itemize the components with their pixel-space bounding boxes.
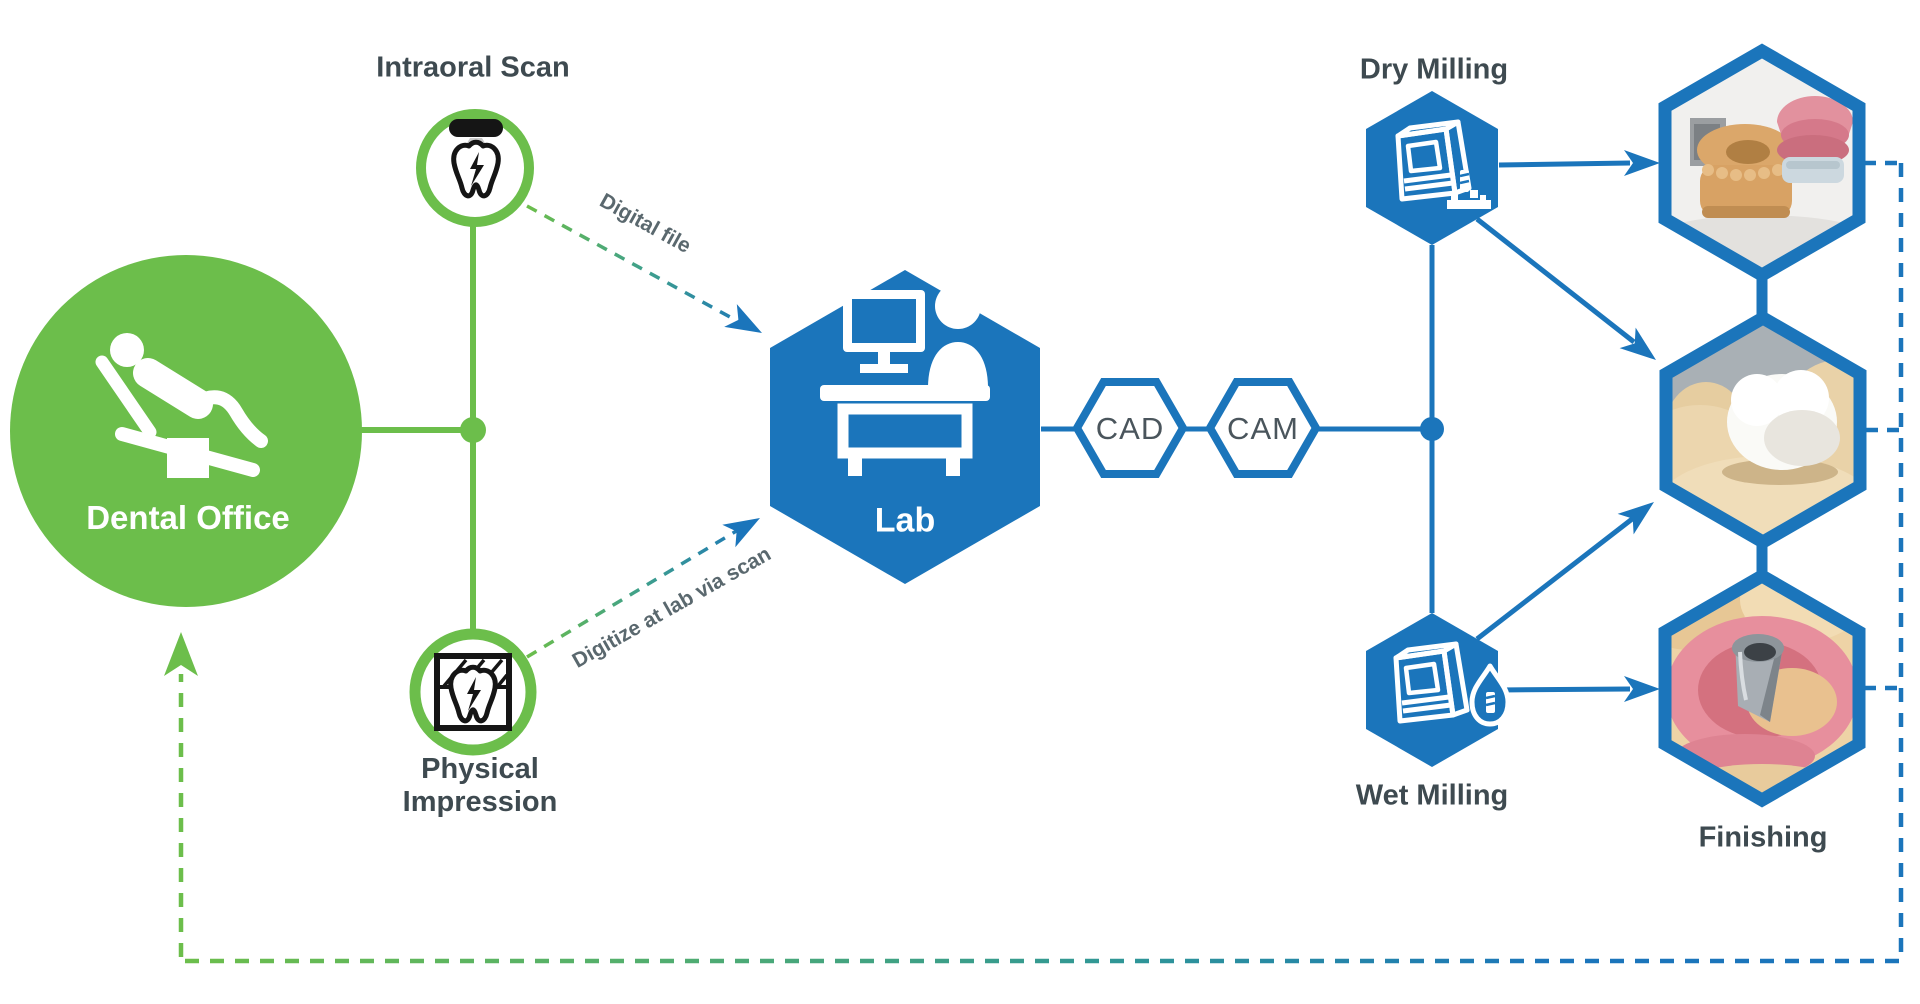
lab-technician-desk-icon [820, 283, 990, 476]
dry-milling-machine-icon [1395, 119, 1491, 209]
wet-milling-label: Wet Milling [1355, 779, 1509, 812]
digitize-arrow [526, 518, 760, 659]
dry-milling-label: Dry Milling [1359, 53, 1509, 86]
dry-milling-node [1366, 91, 1498, 245]
milled-models-photo [1665, 51, 1859, 275]
intraoral-scan-label: Intraoral Scan [376, 51, 570, 84]
cad-hexagon [1072, 378, 1188, 478]
wet-milling-node [1366, 613, 1511, 767]
finishing-label: Finishing [1698, 821, 1828, 854]
lab-label: Lab [874, 501, 936, 540]
blue-junction-dot [1420, 417, 1444, 441]
wet-milling-machine-icon [1393, 641, 1511, 727]
physical-impression-node [409, 628, 537, 756]
feedback-loop [164, 160, 1904, 964]
cam-hexagon [1205, 378, 1321, 478]
dental-office-node [10, 255, 362, 607]
green-connectors [361, 222, 486, 634]
dental-chair-patient-icon [95, 333, 268, 478]
intraoral-scan-node [416, 109, 534, 227]
impression-tray-tooth-icon [434, 653, 512, 731]
intraoral-scanner-tooth-icon [449, 119, 503, 199]
output-crown-hexagon [1659, 310, 1867, 550]
green-junction-dot [460, 417, 486, 443]
physical-impression-label: Physical Impression [402, 752, 558, 818]
output-abutment-hexagon [1658, 568, 1866, 808]
cam-label: CAM [1227, 411, 1299, 446]
output-models-hexagon [1658, 43, 1866, 283]
feedback-arrowhead [164, 632, 198, 676]
dental-office-label: Dental Office [86, 499, 290, 536]
digital-file-arrow [526, 204, 762, 333]
lab-node [770, 270, 1040, 584]
cad-label: CAD [1095, 411, 1165, 446]
